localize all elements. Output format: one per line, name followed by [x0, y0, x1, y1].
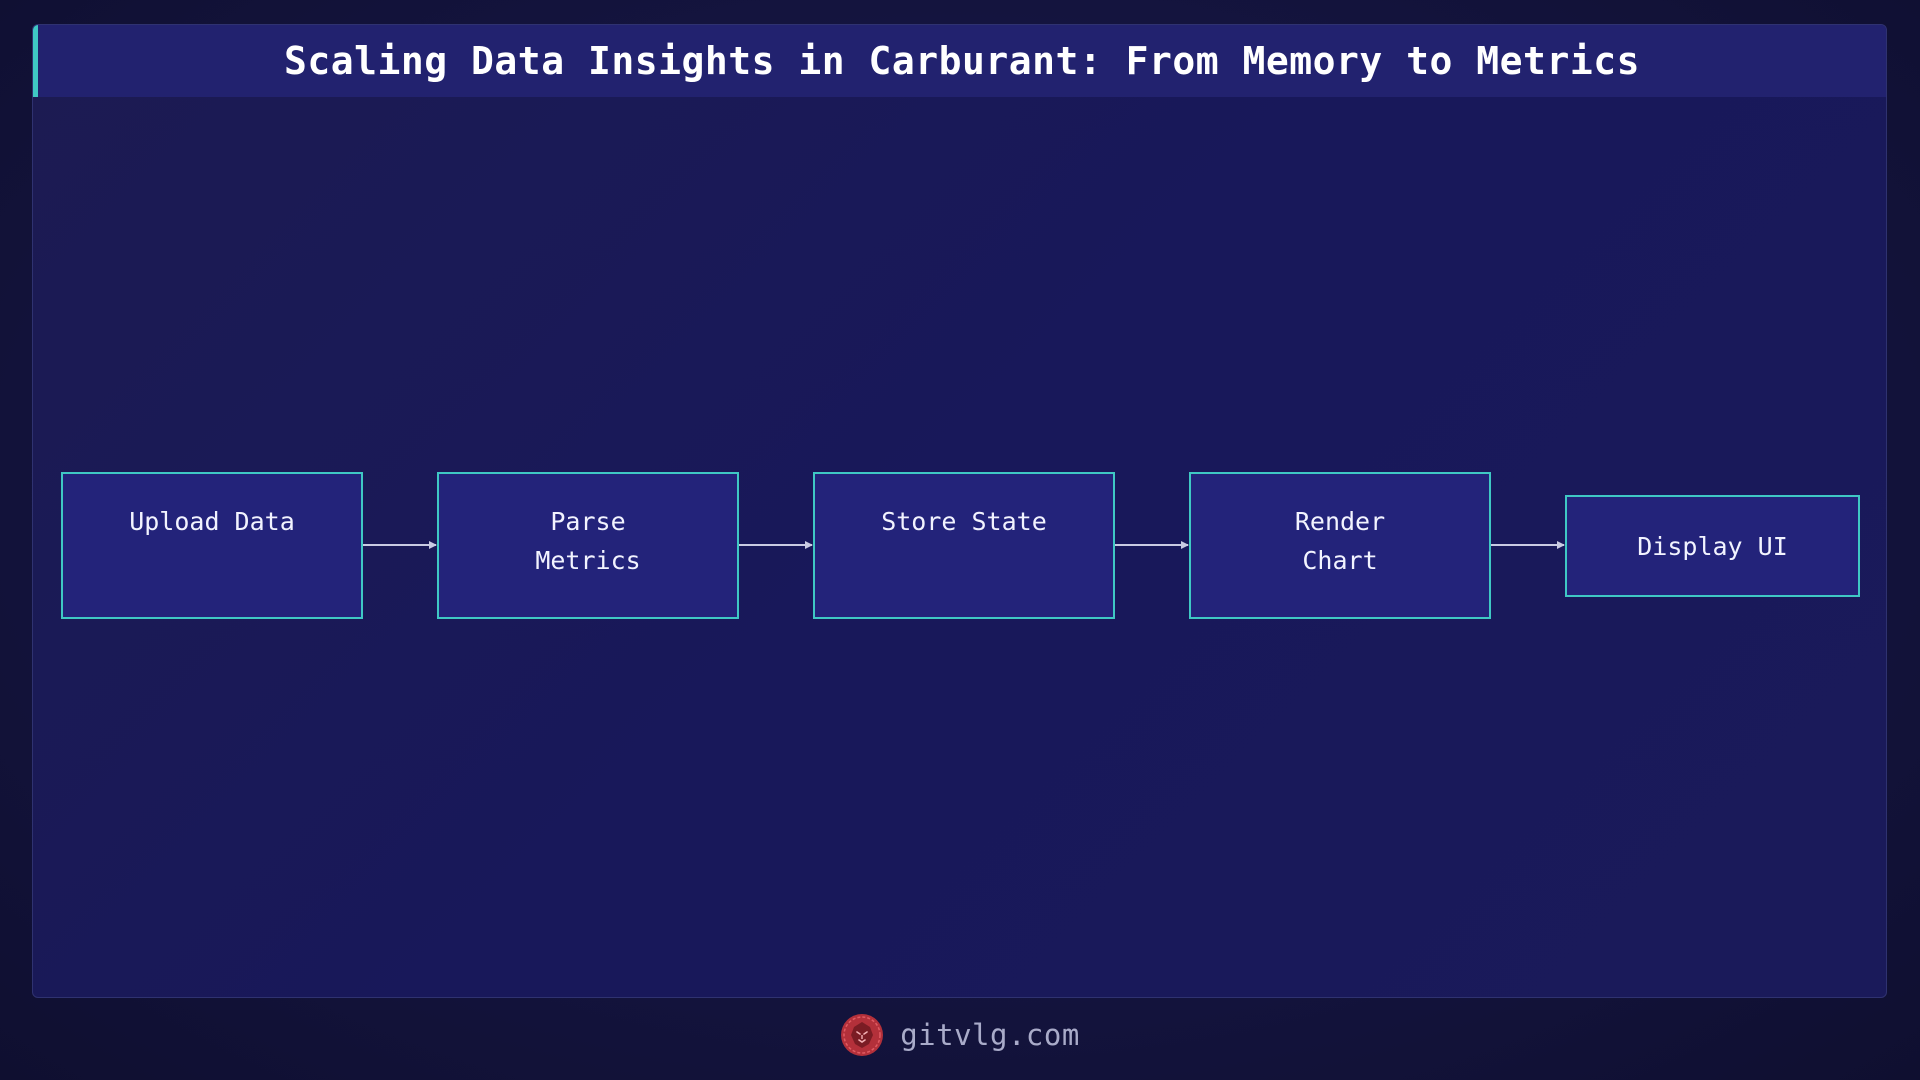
footer: gitvlg.com: [0, 1010, 1920, 1060]
title-bar: Scaling Data Insights in Carburant: From…: [33, 25, 1886, 97]
node-label: Display UI: [1637, 531, 1788, 561]
page-title: Scaling Data Insights in Carburant: From…: [284, 39, 1640, 83]
footer-site-link[interactable]: gitvlg.com: [900, 1018, 1080, 1052]
node-label: Store State: [881, 507, 1047, 536]
node-parse-metrics: Parse Metrics: [437, 472, 739, 619]
node-label: Render Chart: [1294, 507, 1386, 575]
node-upload-data: Upload Data: [61, 472, 363, 619]
node-display-ui: Display UI: [1565, 495, 1860, 597]
node-label: Parse Metrics: [535, 507, 641, 575]
node-store-state: Store State: [813, 472, 1115, 619]
node-label: Upload Data: [129, 507, 295, 536]
lion-head-icon: [841, 1014, 884, 1056]
node-render-chart: Render Chart: [1189, 472, 1491, 619]
